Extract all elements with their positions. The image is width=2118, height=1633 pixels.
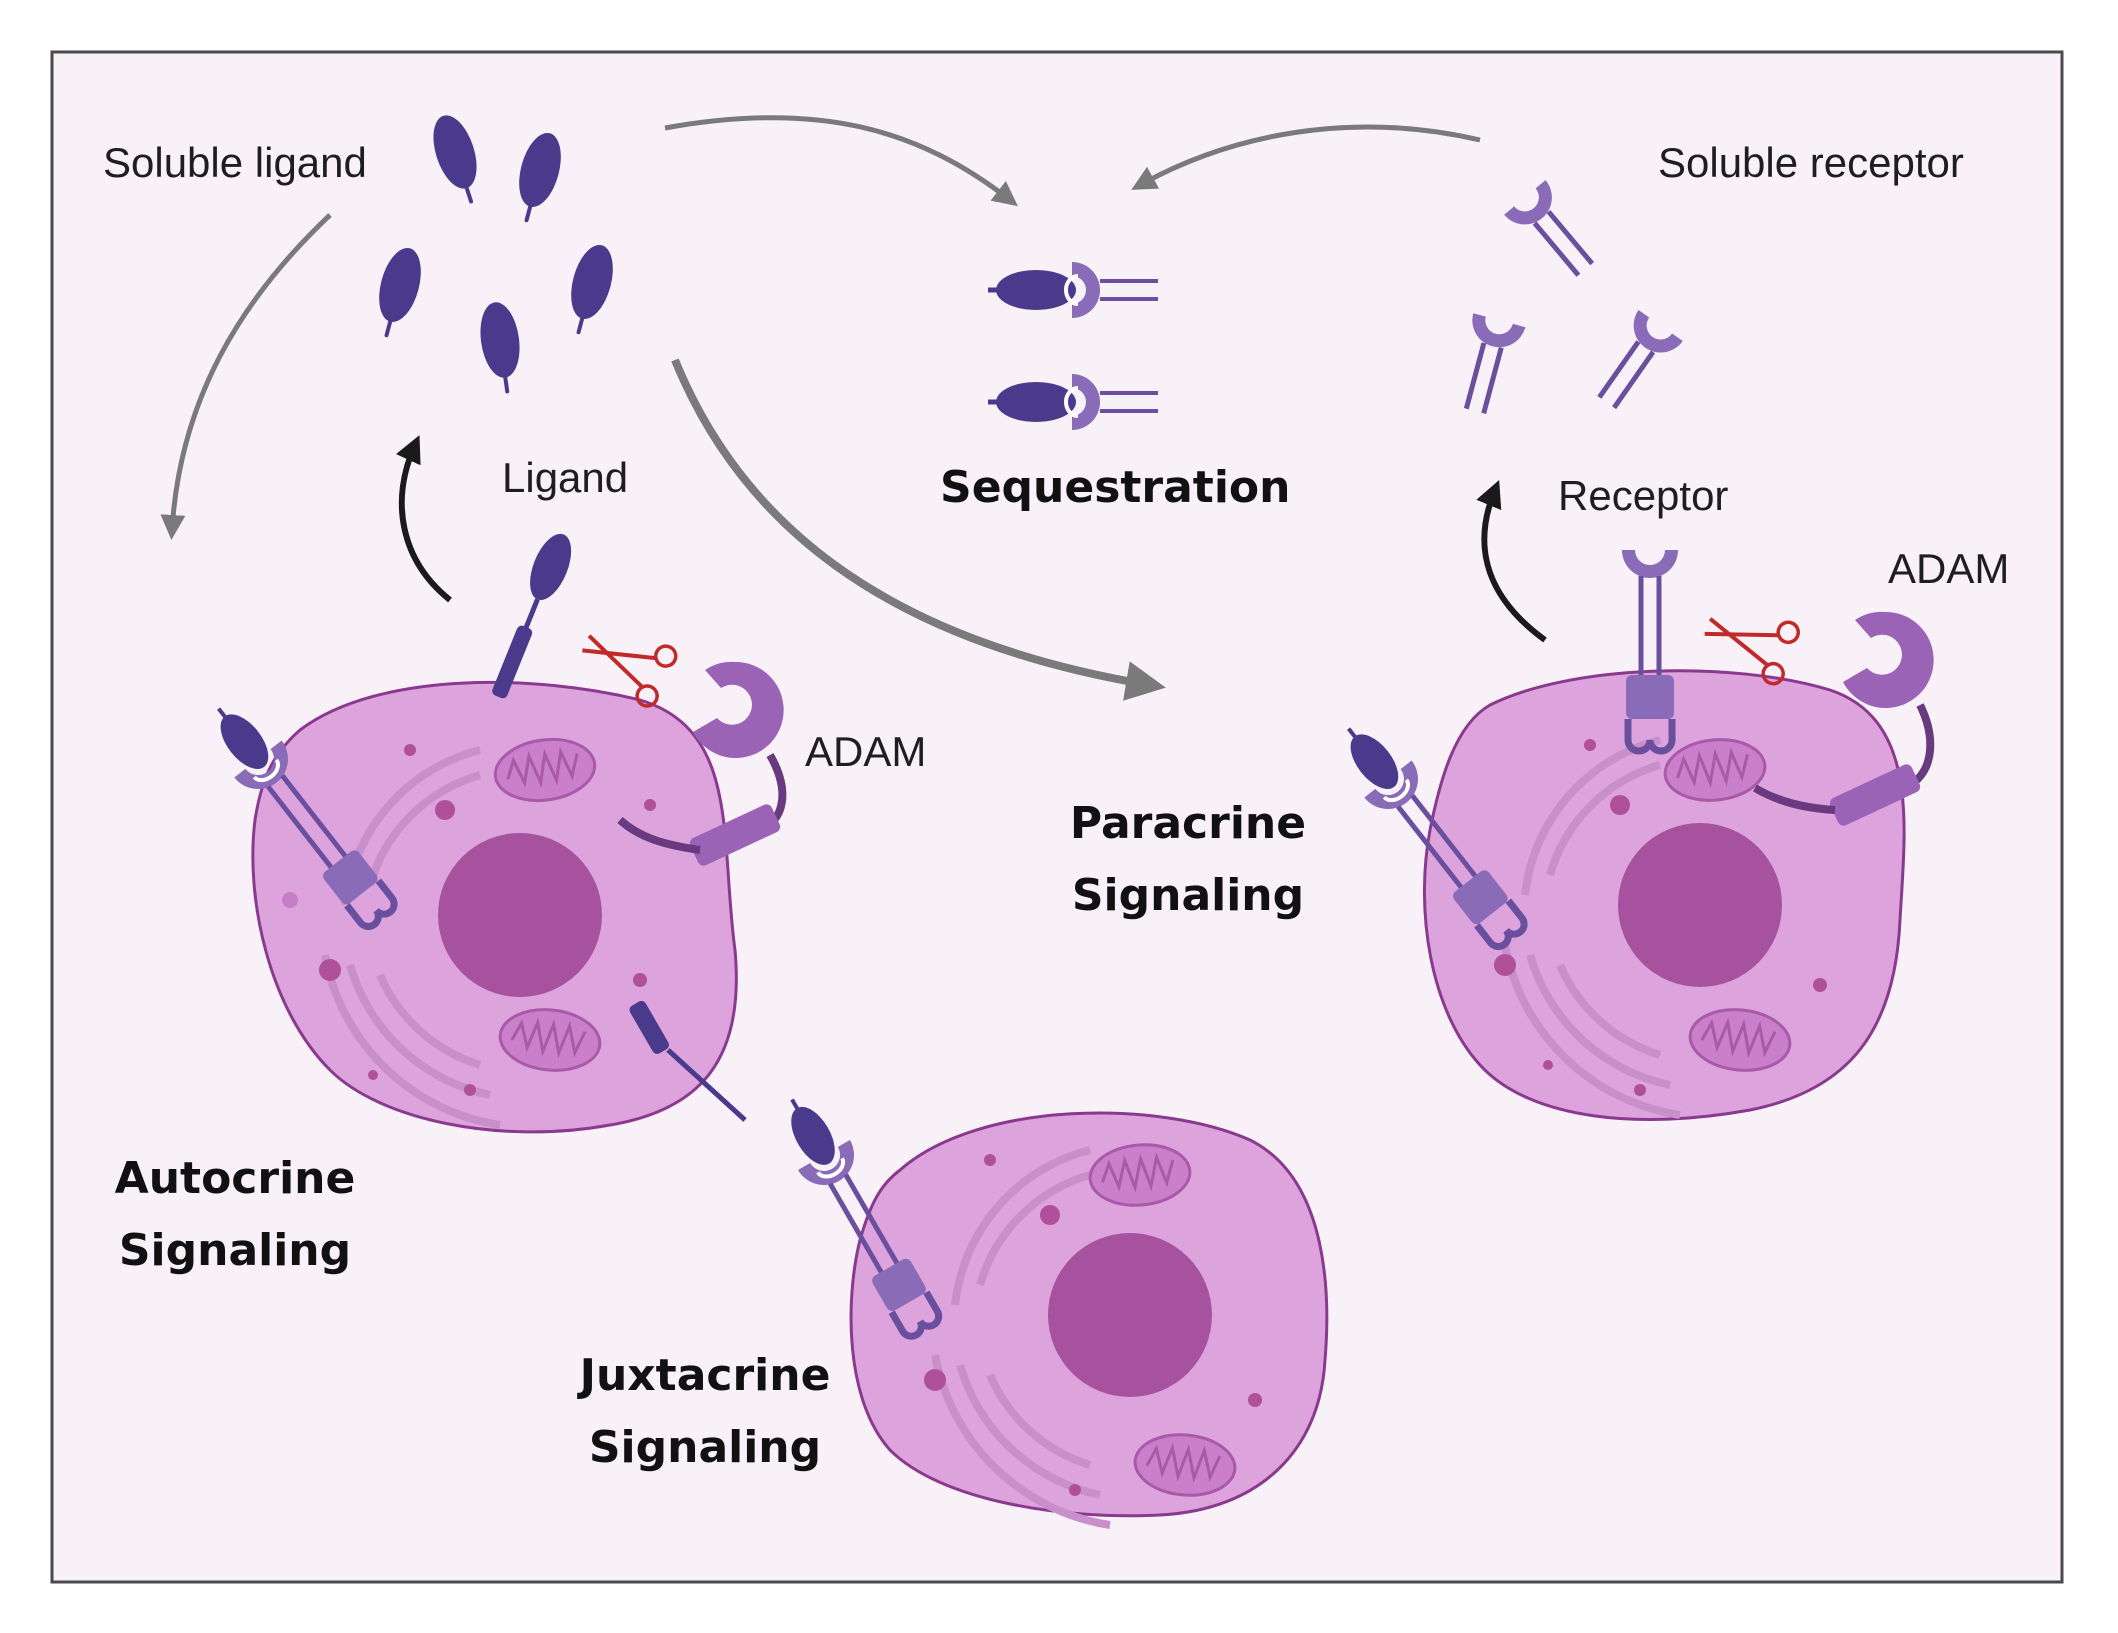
granule	[1813, 978, 1827, 992]
label-juxtacrine-line2: Signaling	[589, 1422, 821, 1473]
granule	[1543, 1060, 1553, 1070]
label-soluble-ligand: Soluble ligand	[103, 139, 367, 186]
arrow-soluble-ligand-to-autocrine	[160, 213, 332, 540]
granule	[319, 959, 341, 981]
cell-autocrine	[251, 680, 738, 1134]
granule	[1610, 795, 1630, 815]
granule	[282, 892, 298, 908]
granule	[1248, 1393, 1262, 1407]
nucleus	[1618, 823, 1782, 987]
arrow-receptor-release	[1476, 480, 1547, 643]
arrow-receptor-to-sequestration	[1131, 124, 1481, 190]
cell-paracrine	[1422, 669, 1906, 1121]
granule	[984, 1154, 996, 1166]
cell-juxtacrine	[849, 1111, 1329, 1525]
granule	[1494, 954, 1516, 976]
label-paracrine-line1: Paracrine	[1070, 798, 1306, 849]
granule	[404, 744, 416, 756]
label-adam-right: ADAM	[1888, 545, 2009, 592]
arrow-ligand-to-sequestration	[664, 115, 1018, 207]
label-paracrine-line2: Signaling	[1072, 870, 1304, 921]
label-sequestration: Sequestration	[940, 462, 1290, 513]
granule	[464, 1084, 476, 1096]
granule	[644, 799, 656, 811]
label-autocrine-line1: Autocrine	[115, 1153, 356, 1204]
membrane-receptor	[1622, 550, 1678, 755]
granule	[435, 800, 455, 820]
granule	[1069, 1484, 1081, 1496]
granule	[368, 1070, 378, 1080]
granule	[633, 973, 647, 987]
nucleus	[1048, 1233, 1212, 1397]
membrane-ligand	[492, 533, 572, 699]
adam-protease-right	[1752, 611, 1935, 826]
granule	[1584, 739, 1596, 751]
arrow-ligand-release	[396, 435, 452, 603]
label-receptor: Receptor	[1558, 472, 1728, 519]
granule	[924, 1369, 946, 1391]
label-juxtacrine-line1: Juxtacrine	[577, 1350, 831, 1401]
label-soluble-receptor: Soluble receptor	[1658, 139, 1964, 186]
adam-protease-left	[617, 661, 787, 866]
arrow-paracrine	[671, 358, 1166, 701]
label-adam-left: ADAM	[805, 728, 926, 775]
label-autocrine-line2: Signaling	[119, 1225, 351, 1276]
label-ligand: Ligand	[502, 454, 628, 501]
granule	[1634, 1084, 1646, 1096]
granule	[1040, 1205, 1060, 1225]
juxtacrine-ligand	[629, 1000, 747, 1122]
nucleus	[438, 833, 602, 997]
